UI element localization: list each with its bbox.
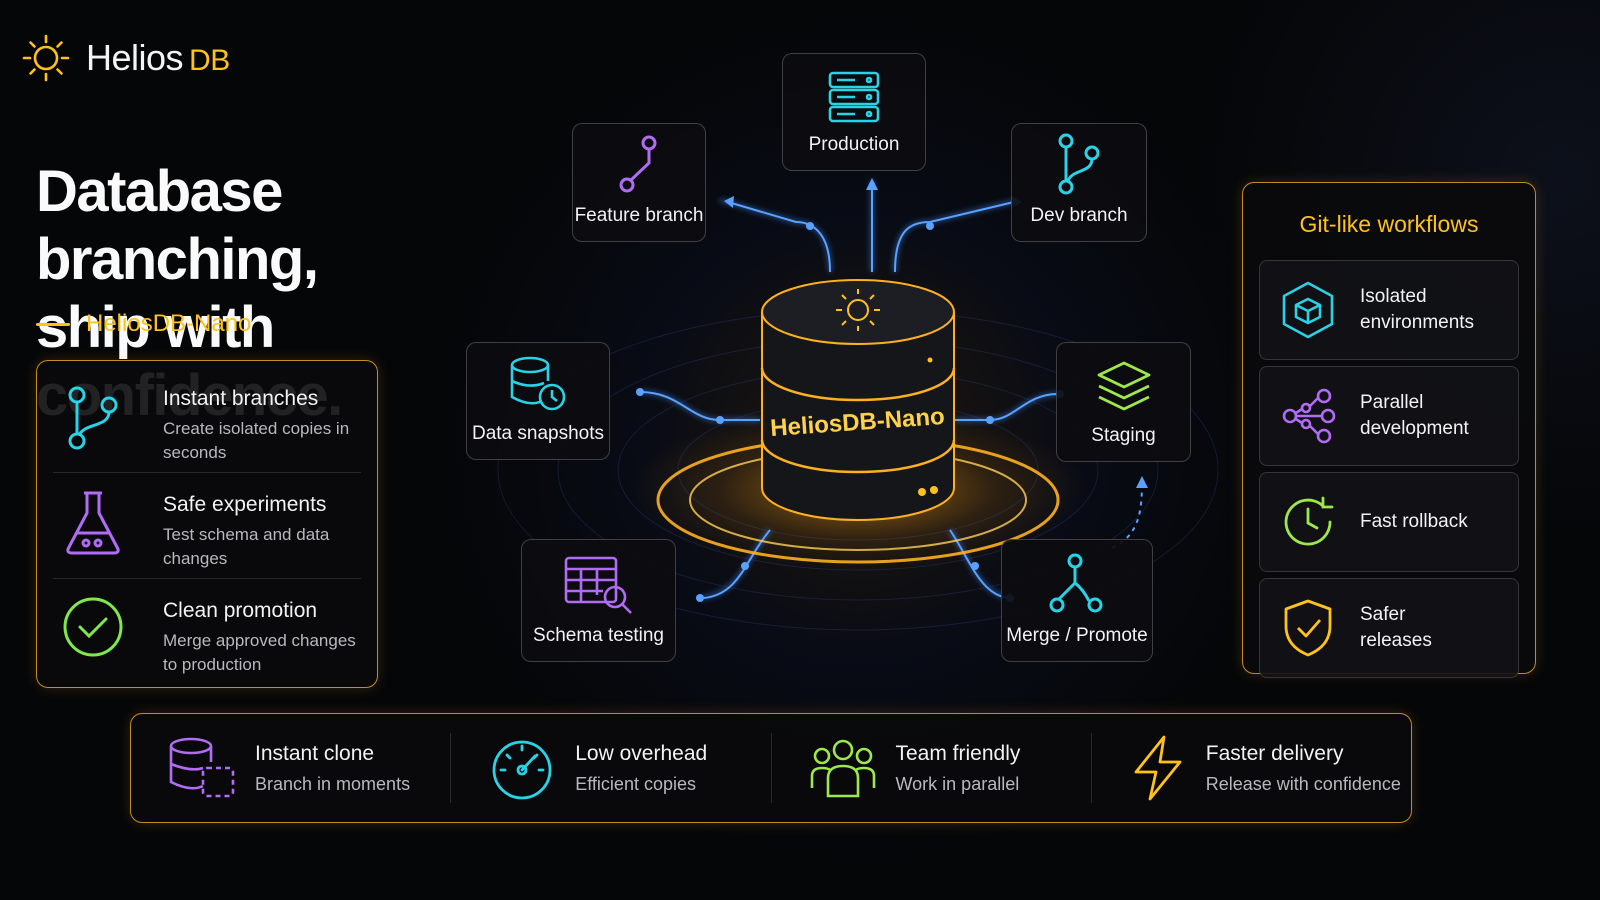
accent-dash xyxy=(36,322,70,326)
workflow-item-parallel[interactable]: Parallel development xyxy=(1259,366,1519,466)
server-icon xyxy=(828,71,880,123)
gauge-icon xyxy=(492,740,552,800)
team-icon xyxy=(810,739,875,798)
node-label: Merge / Promote xyxy=(1006,625,1148,646)
git-branch-icon xyxy=(68,386,118,450)
benefit-desc: Work in parallel xyxy=(895,773,1020,794)
node-label: Production xyxy=(808,134,900,155)
node-production[interactable]: Production xyxy=(782,53,926,171)
feature-desc: Create isolated copies in seconds xyxy=(163,419,350,462)
merge-icon xyxy=(1049,553,1103,613)
central-database: HeliosDB-Nano xyxy=(656,279,1060,564)
feature-desc: Merge approved changes to production xyxy=(163,631,356,674)
branch-path-icon xyxy=(619,135,657,193)
workflows-title: Git-like workflows xyxy=(1299,211,1479,237)
benefit-desc: Release with confidence xyxy=(1205,773,1401,794)
flask-icon xyxy=(66,491,120,555)
node-data-snapshots[interactable]: Data snapshots xyxy=(466,342,610,460)
node-label: Data snapshots xyxy=(471,423,605,444)
cube-icon xyxy=(1282,281,1334,339)
sun-icon xyxy=(836,289,880,331)
benefit-title: Faster delivery xyxy=(1205,741,1344,765)
sun-logo-icon xyxy=(22,34,70,82)
node-dev-branch[interactable]: Dev branch xyxy=(1011,123,1147,242)
feature-title: Clean promotion xyxy=(163,599,318,622)
workflow-item-safer[interactable]: Safer releases xyxy=(1259,578,1519,678)
product-subtitle: HeliosDB-Nano xyxy=(36,310,251,338)
workflow-label: Isolated environments xyxy=(1360,286,1475,333)
table-search-icon xyxy=(564,556,632,614)
node-schema-testing[interactable]: Schema testing xyxy=(521,539,676,662)
lightning-icon xyxy=(1134,735,1182,801)
node-feature-branch[interactable]: Feature branch xyxy=(572,123,706,242)
node-label: Schema testing xyxy=(533,625,664,646)
node-label: Feature branch xyxy=(574,205,704,226)
benefit-title: Instant clone xyxy=(255,741,375,765)
workflows-card: Git-like workflows Isolated environments… xyxy=(1242,182,1536,678)
workflow-label: Fast rollback xyxy=(1360,511,1468,532)
feature-desc: Test schema and data changes xyxy=(163,525,330,568)
shield-check-icon xyxy=(1284,599,1332,657)
benefit-title: Team friendly xyxy=(895,741,1021,765)
node-staging[interactable]: Staging xyxy=(1056,342,1191,462)
database-clone-icon xyxy=(169,737,235,798)
feature-title: Safe experiments xyxy=(163,493,327,516)
feature-title: Instant branches xyxy=(163,387,319,410)
node-label: Staging xyxy=(1091,425,1156,446)
workflow-item-isolated[interactable]: Isolated environments xyxy=(1259,260,1519,360)
layers-icon xyxy=(1097,361,1150,411)
git-branch-icon xyxy=(1058,133,1100,195)
node-label: Dev branch xyxy=(1030,205,1128,226)
network-icon xyxy=(1282,388,1336,444)
workflow-item-rollback[interactable]: Fast rollback xyxy=(1259,472,1519,572)
benefit-desc: Efficient copies xyxy=(575,773,696,794)
database-clock-icon xyxy=(510,356,566,411)
benefit-desc: Branch in moments xyxy=(255,773,411,794)
workflow-label: Safer releases xyxy=(1360,604,1432,651)
workflow-label: Parallel development xyxy=(1360,392,1469,439)
node-merge-promote[interactable]: Merge / Promote xyxy=(1001,539,1153,662)
clock-rollback-icon xyxy=(1284,496,1334,546)
check-circle-icon xyxy=(63,597,123,657)
benefit-title: Low overhead xyxy=(575,741,708,765)
